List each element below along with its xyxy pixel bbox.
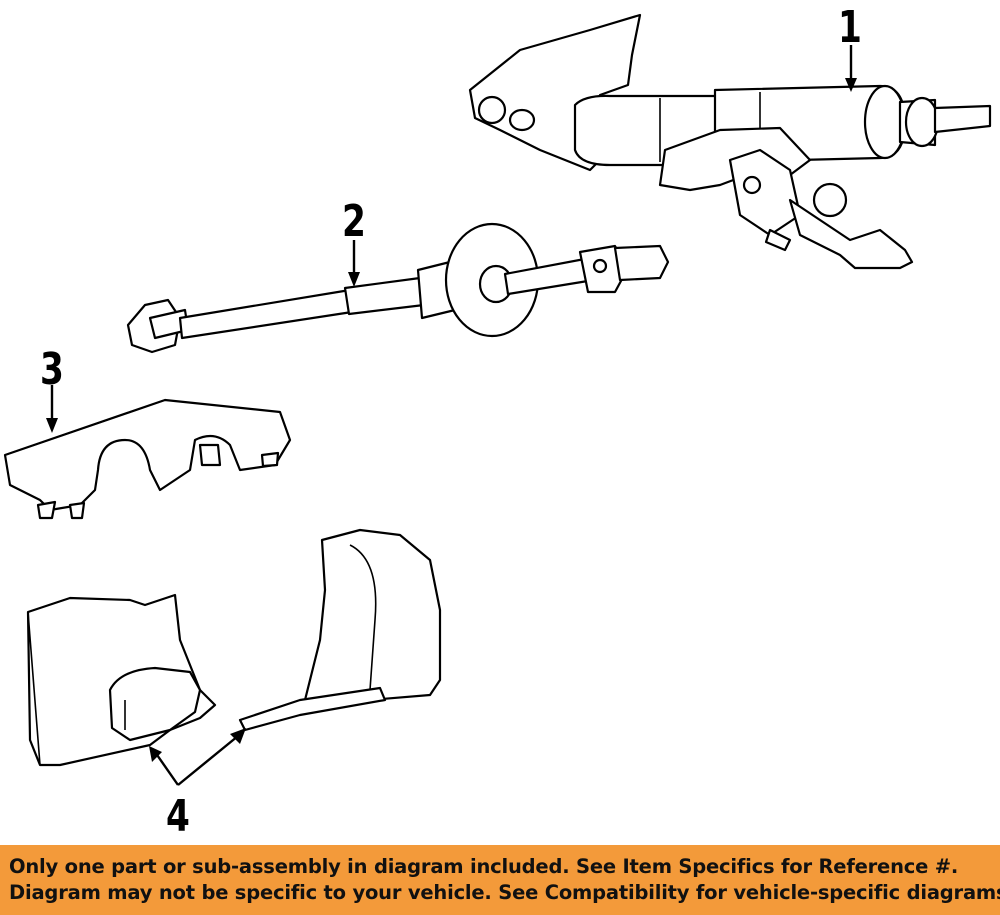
lower-shroud-part xyxy=(26,528,442,767)
disclaimer-line-2: Diagram may not be specific to your vehi… xyxy=(9,881,1000,904)
disclaimer-line-1: Only one part or sub-assembly in diagram… xyxy=(9,855,959,878)
callout-1: 1 xyxy=(838,2,862,53)
intermediate-shaft-part xyxy=(126,222,670,354)
disclaimer-banner: Only one part or sub-assembly in diagram… xyxy=(0,845,1000,915)
callout-4: 4 xyxy=(166,791,190,842)
upper-shroud-part xyxy=(3,398,292,520)
parts-diagram: 1 2 3 4 xyxy=(3,2,992,842)
callout-2: 2 xyxy=(342,196,366,247)
diagram-drawing xyxy=(3,13,992,786)
callout-arrows xyxy=(46,45,857,786)
steering-column-part xyxy=(468,13,992,270)
callout-3: 3 xyxy=(40,344,64,395)
